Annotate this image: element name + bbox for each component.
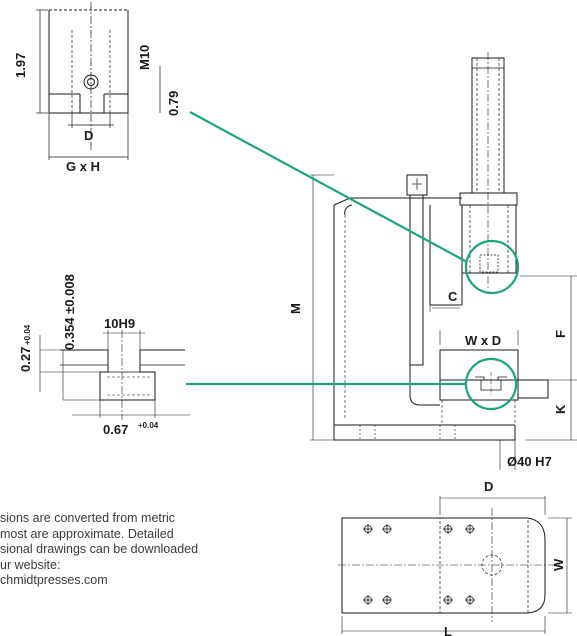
label-10h9: 10H9 [104, 316, 135, 331]
label-m: M [288, 303, 303, 314]
label-0-67: 0.67 [103, 422, 128, 437]
main-side-view [310, 52, 577, 470]
label-d-plan: D [484, 479, 493, 494]
label-0-354: 0.354 ±0.008 [62, 274, 77, 350]
plan-view [338, 496, 572, 634]
label-0-27: 0.27 [18, 347, 33, 372]
slot-mini [475, 372, 507, 396]
footnote-line: sions are converted from metric [0, 511, 176, 525]
label-f: F [553, 330, 568, 338]
label-w: W [551, 558, 566, 571]
footnote-line: ur website: [0, 557, 61, 572]
callout-circle-slot [464, 357, 518, 411]
detail-rod-end [36, 2, 161, 160]
footnote-line: most are approximate. Detailed [0, 526, 174, 541]
label-0-79: 0.79 [166, 91, 181, 116]
label-d-detail: D [84, 128, 93, 143]
label-w-x-d: W x D [465, 333, 501, 348]
detail-t-slot [39, 330, 190, 420]
callout-circle-rod [464, 239, 520, 295]
label-1-97: 1.97 [13, 53, 28, 78]
footnote-line: sional drawings can be downloaded [0, 542, 199, 557]
callout-lines [186, 111, 520, 411]
label-m10: M10 [137, 45, 152, 70]
label-bore: Ø40 H7 [507, 454, 552, 469]
footnote-line: chmidtpresses.com [0, 573, 108, 588]
rod-mini [479, 254, 499, 273]
label-c: C [448, 289, 458, 304]
label-0-67-tol: +0.04 [138, 421, 159, 430]
footnote: sions are converted from metric most are… [0, 511, 300, 589]
label-0-27-tol: +0.04 [23, 324, 32, 345]
label-l: L [444, 624, 452, 636]
label-g-x-h: G x H [66, 159, 100, 174]
label-k: K [553, 404, 568, 414]
